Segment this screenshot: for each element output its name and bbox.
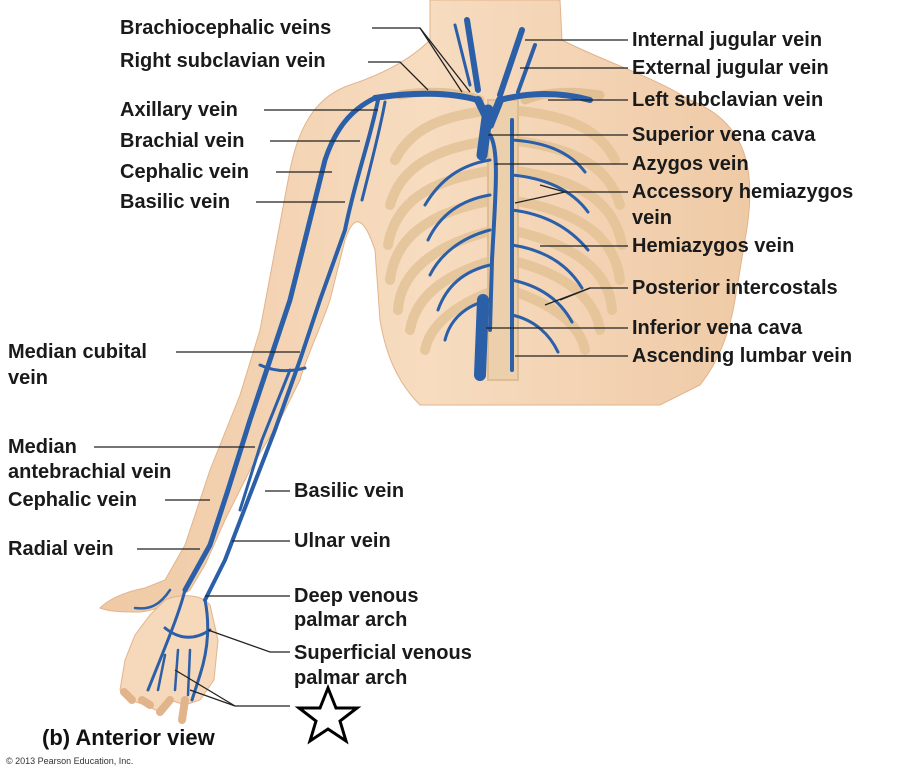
label-left-subclavian-vein: Left subclavian vein xyxy=(632,89,824,111)
label-cephalic-vein-upper: Cephalic vein xyxy=(120,161,249,183)
label-median-antebrachial-vein-line2: antebrachial vein xyxy=(8,461,172,483)
label-median-cubital-vein-line2: vein xyxy=(8,367,49,389)
label-axillary-vein: Axillary vein xyxy=(120,99,238,121)
figure-caption: (b) Anterior view xyxy=(42,725,215,750)
label-brachial-vein: Brachial vein xyxy=(120,130,245,152)
copyright-notice: © 2013 Pearson Education, Inc. xyxy=(6,756,134,766)
label-superficial-venous-palmar-arch-line1: Superficial venous xyxy=(294,642,472,664)
label-basilic-vein-lower: Basilic vein xyxy=(294,480,405,502)
leader-lines xyxy=(94,27,628,707)
label-radial-vein: Radial vein xyxy=(8,538,114,560)
label-azygos-vein: Azygos vein xyxy=(632,153,749,175)
label-median-cubital-vein-line1: Median cubital xyxy=(8,341,147,363)
label-accessory-hemiazygos-vein-line2: vein xyxy=(632,207,673,229)
label-superior-vena-cava: Superior vena cava xyxy=(632,124,816,146)
label-cephalic-vein-lower: Cephalic vein xyxy=(8,489,137,511)
label-accessory-hemiazygos-vein-line1: Accessory hemiazygos xyxy=(632,181,854,203)
label-hemiazygos-vein: Hemiazygos vein xyxy=(632,235,795,257)
label-external-jugular-vein: External jugular vein xyxy=(632,57,829,79)
label-deep-venous-palmar-arch-line2: palmar arch xyxy=(294,609,408,631)
label-brachiocephalic-veins: Brachiocephalic veins xyxy=(120,17,332,39)
label-internal-jugular-vein: Internal jugular vein xyxy=(632,29,823,51)
label-ascending-lumbar-vein: Ascending lumbar vein xyxy=(632,345,853,367)
label-deep-venous-palmar-arch-line1: Deep venous xyxy=(294,585,419,607)
label-ulnar-vein: Ulnar vein xyxy=(294,530,391,552)
veins xyxy=(133,17,593,702)
label-inferior-vena-cava: Inferior vena cava xyxy=(632,317,803,339)
star-icon xyxy=(294,683,362,745)
label-right-subclavian-vein: Right subclavian vein xyxy=(120,50,326,72)
label-basilic-vein-upper: Basilic vein xyxy=(120,191,231,213)
label-superficial-venous-palmar-arch-line2: palmar arch xyxy=(294,667,408,689)
label-posterior-intercostals: Posterior intercostals xyxy=(632,277,838,299)
label-median-antebrachial-vein-line1: Median xyxy=(8,436,77,458)
